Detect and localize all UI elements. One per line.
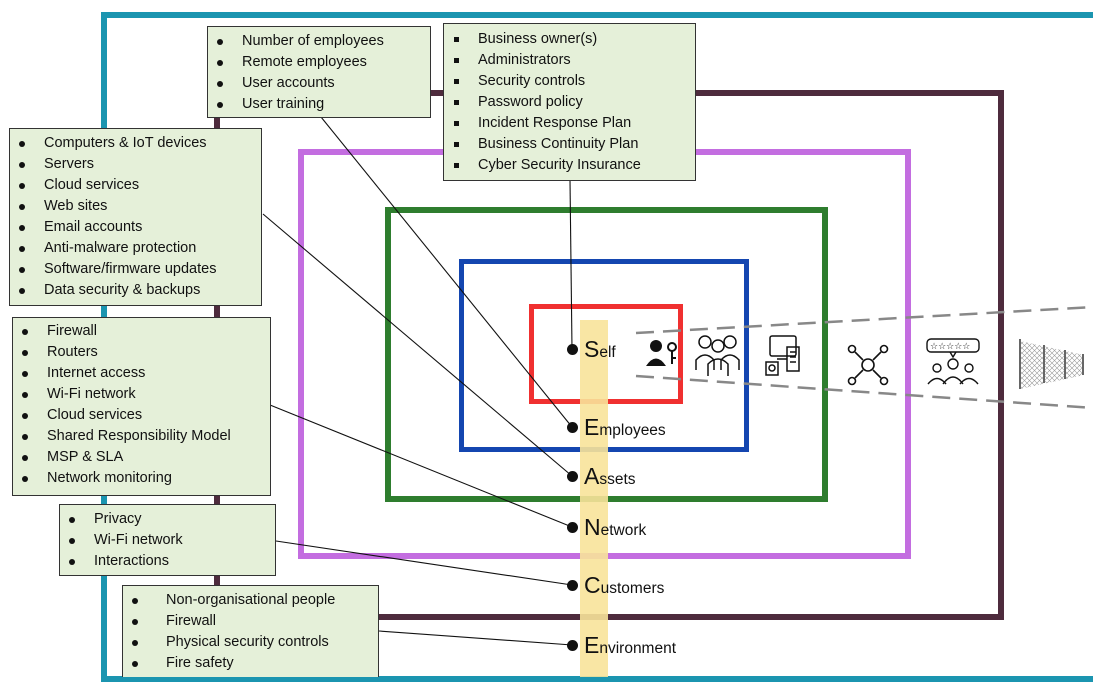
list-item: Fire safety xyxy=(123,653,378,674)
network-box: Firewall Routers Internet access Wi-Fi n… xyxy=(12,317,271,496)
employees-label: Employees xyxy=(584,414,666,440)
list-item: Number of employees xyxy=(208,31,430,52)
list-item: Physical security controls xyxy=(123,632,378,653)
connector-network xyxy=(269,404,573,528)
list-item: Administrators xyxy=(444,50,695,71)
environment-dot xyxy=(567,640,578,651)
customers-box: Privacy Wi-Fi network Interactions xyxy=(59,504,276,576)
connector-customers xyxy=(275,540,573,586)
list-item: Password policy xyxy=(444,92,695,113)
list-item: Wi-Fi network xyxy=(60,530,275,551)
employees-box: Number of employees Remote employees Use… xyxy=(207,26,431,118)
svg-text:☆☆☆☆☆: ☆☆☆☆☆ xyxy=(930,342,970,352)
network-dot xyxy=(567,522,578,533)
devices-icon xyxy=(765,335,800,376)
seance-highlight-band xyxy=(580,320,608,677)
list-item: Network monitoring xyxy=(13,468,270,489)
list-item: Anti-malware protection xyxy=(10,238,261,259)
list-item: Cloud services xyxy=(13,405,270,426)
customers-dot xyxy=(567,580,578,591)
user-key-icon xyxy=(646,340,677,366)
network-hub-icon xyxy=(847,344,889,386)
customer-rating-icon: ☆☆☆☆☆ xyxy=(926,338,980,385)
environment-label: Environment xyxy=(584,632,677,658)
list-item: User training xyxy=(208,94,430,115)
self-label: Self xyxy=(584,336,616,362)
list-item: Cloud services xyxy=(10,175,261,196)
list-item: Wi-Fi network xyxy=(13,384,270,405)
list-item: Web sites xyxy=(10,196,261,217)
list-item: MSP & SLA xyxy=(13,447,270,468)
fence-icon xyxy=(1019,339,1084,389)
environment-box: Non-organisational people Firewall Physi… xyxy=(122,585,379,677)
connector-self xyxy=(569,179,573,350)
list-item: Email accounts xyxy=(10,217,261,238)
list-item: Firewall xyxy=(13,321,270,342)
list-item: Servers xyxy=(10,154,261,175)
list-item: Internet access xyxy=(13,363,270,384)
list-item: Incident Response Plan xyxy=(444,113,695,134)
list-item: Business owner(s) xyxy=(444,29,695,50)
assets-box: Computers & IoT devices Servers Cloud se… xyxy=(9,128,262,306)
customers-label: Customers xyxy=(584,572,665,598)
list-item: Cyber Security Insurance xyxy=(444,155,695,176)
list-item: Firewall xyxy=(123,611,378,632)
team-icon xyxy=(695,335,740,376)
list-item: Data security & backups xyxy=(10,280,261,301)
list-item: Interactions xyxy=(60,551,275,572)
list-item: Software/firmware updates xyxy=(10,259,261,280)
list-item: Privacy xyxy=(60,509,275,530)
network-label: Network xyxy=(584,514,647,540)
list-item: Security controls xyxy=(444,71,695,92)
employees-dot xyxy=(567,422,578,433)
list-item: Remote employees xyxy=(208,52,430,73)
connector-environment xyxy=(378,630,573,646)
self-box: Business owner(s) Administrators Securit… xyxy=(443,23,696,181)
assets-label: Assets xyxy=(584,463,636,489)
assets-dot xyxy=(567,471,578,482)
list-item: Shared Responsibility Model xyxy=(13,426,270,447)
list-item: Computers & IoT devices xyxy=(10,133,261,154)
list-item: Business Continuity Plan xyxy=(444,134,695,155)
list-item: User accounts xyxy=(208,73,430,94)
list-item: Routers xyxy=(13,342,270,363)
self-dot xyxy=(567,344,578,355)
list-item: Non-organisational people xyxy=(123,590,378,611)
connector-employees xyxy=(320,116,573,428)
perspective-lines xyxy=(635,305,1093,410)
connector-assets xyxy=(262,213,573,477)
